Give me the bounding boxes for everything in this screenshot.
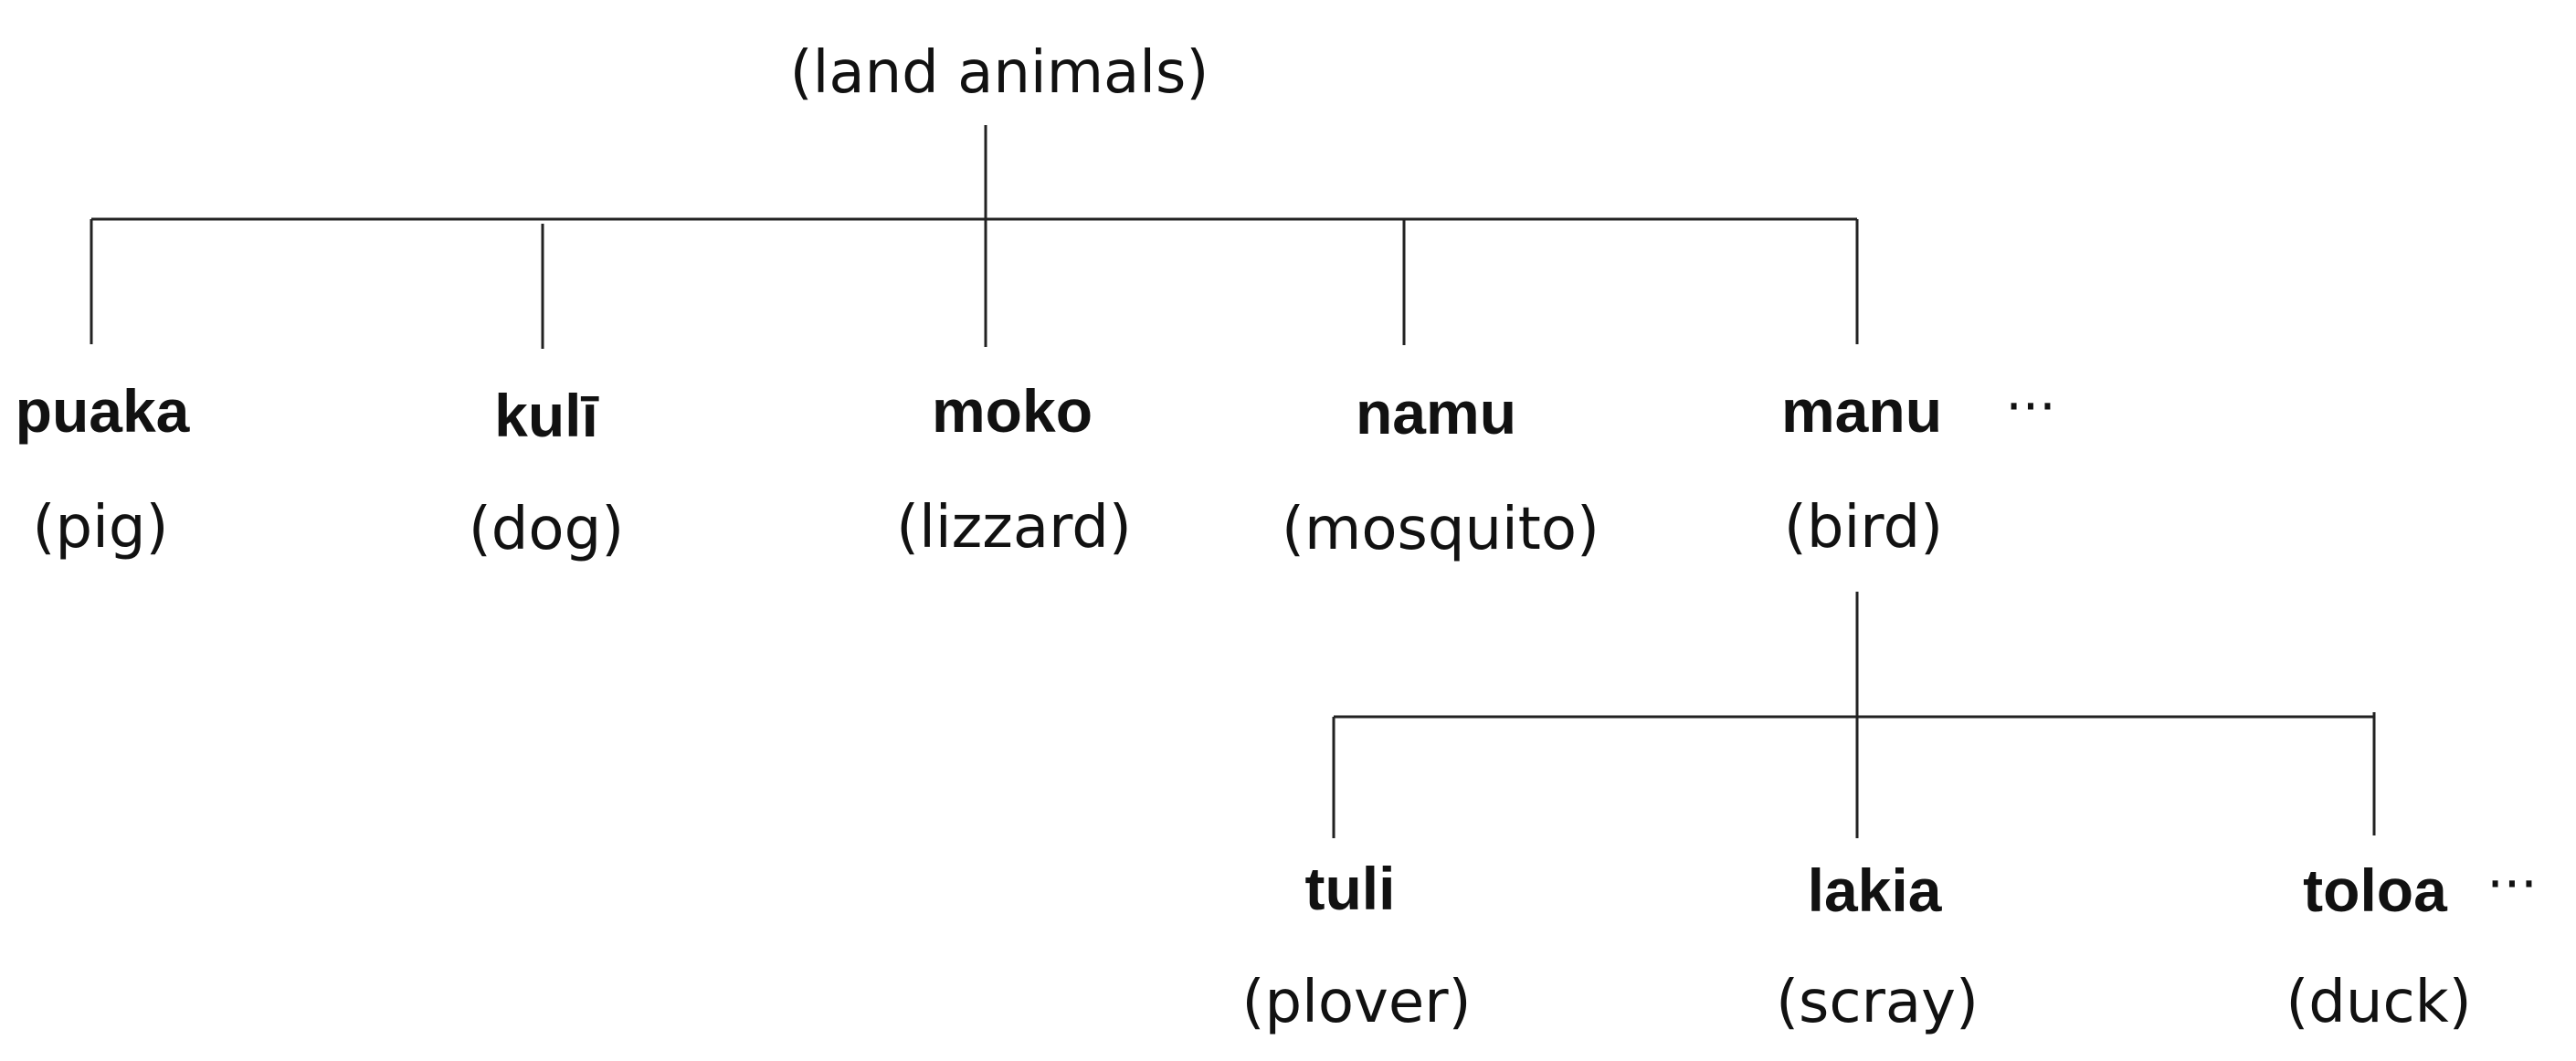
- node-gloss-pig: (pig): [32, 494, 169, 562]
- node-word-lakia: lakia: [1807, 856, 1942, 924]
- node-gloss-duck: (duck): [2286, 969, 2472, 1036]
- node-word-moko: moko: [931, 377, 1093, 445]
- node-word-toloa: toloa: [2303, 856, 2447, 924]
- level2-continuation-ellipsis: ···: [2486, 853, 2538, 915]
- root-gloss: (land animals): [789, 39, 1209, 107]
- level1-continuation-ellipsis: ···: [2005, 375, 2056, 437]
- node-word-manu: manu: [1780, 377, 1943, 445]
- node-gloss-lizzard: (lizzard): [896, 494, 1132, 562]
- node-gloss-dog: (dog): [468, 496, 625, 563]
- node-gloss-plover: (plover): [1241, 969, 1472, 1036]
- node-word-tuli: tuli: [1304, 855, 1396, 922]
- node-gloss-mosquito: (mosquito): [1282, 496, 1599, 563]
- node-word-kuli: kulī: [494, 382, 598, 449]
- node-gloss-scray: (scray): [1776, 969, 1979, 1036]
- node-word-namu: namu: [1355, 379, 1517, 446]
- node-gloss-bird: (bird): [1783, 494, 1944, 562]
- node-word-puaka: puaka: [15, 377, 190, 445]
